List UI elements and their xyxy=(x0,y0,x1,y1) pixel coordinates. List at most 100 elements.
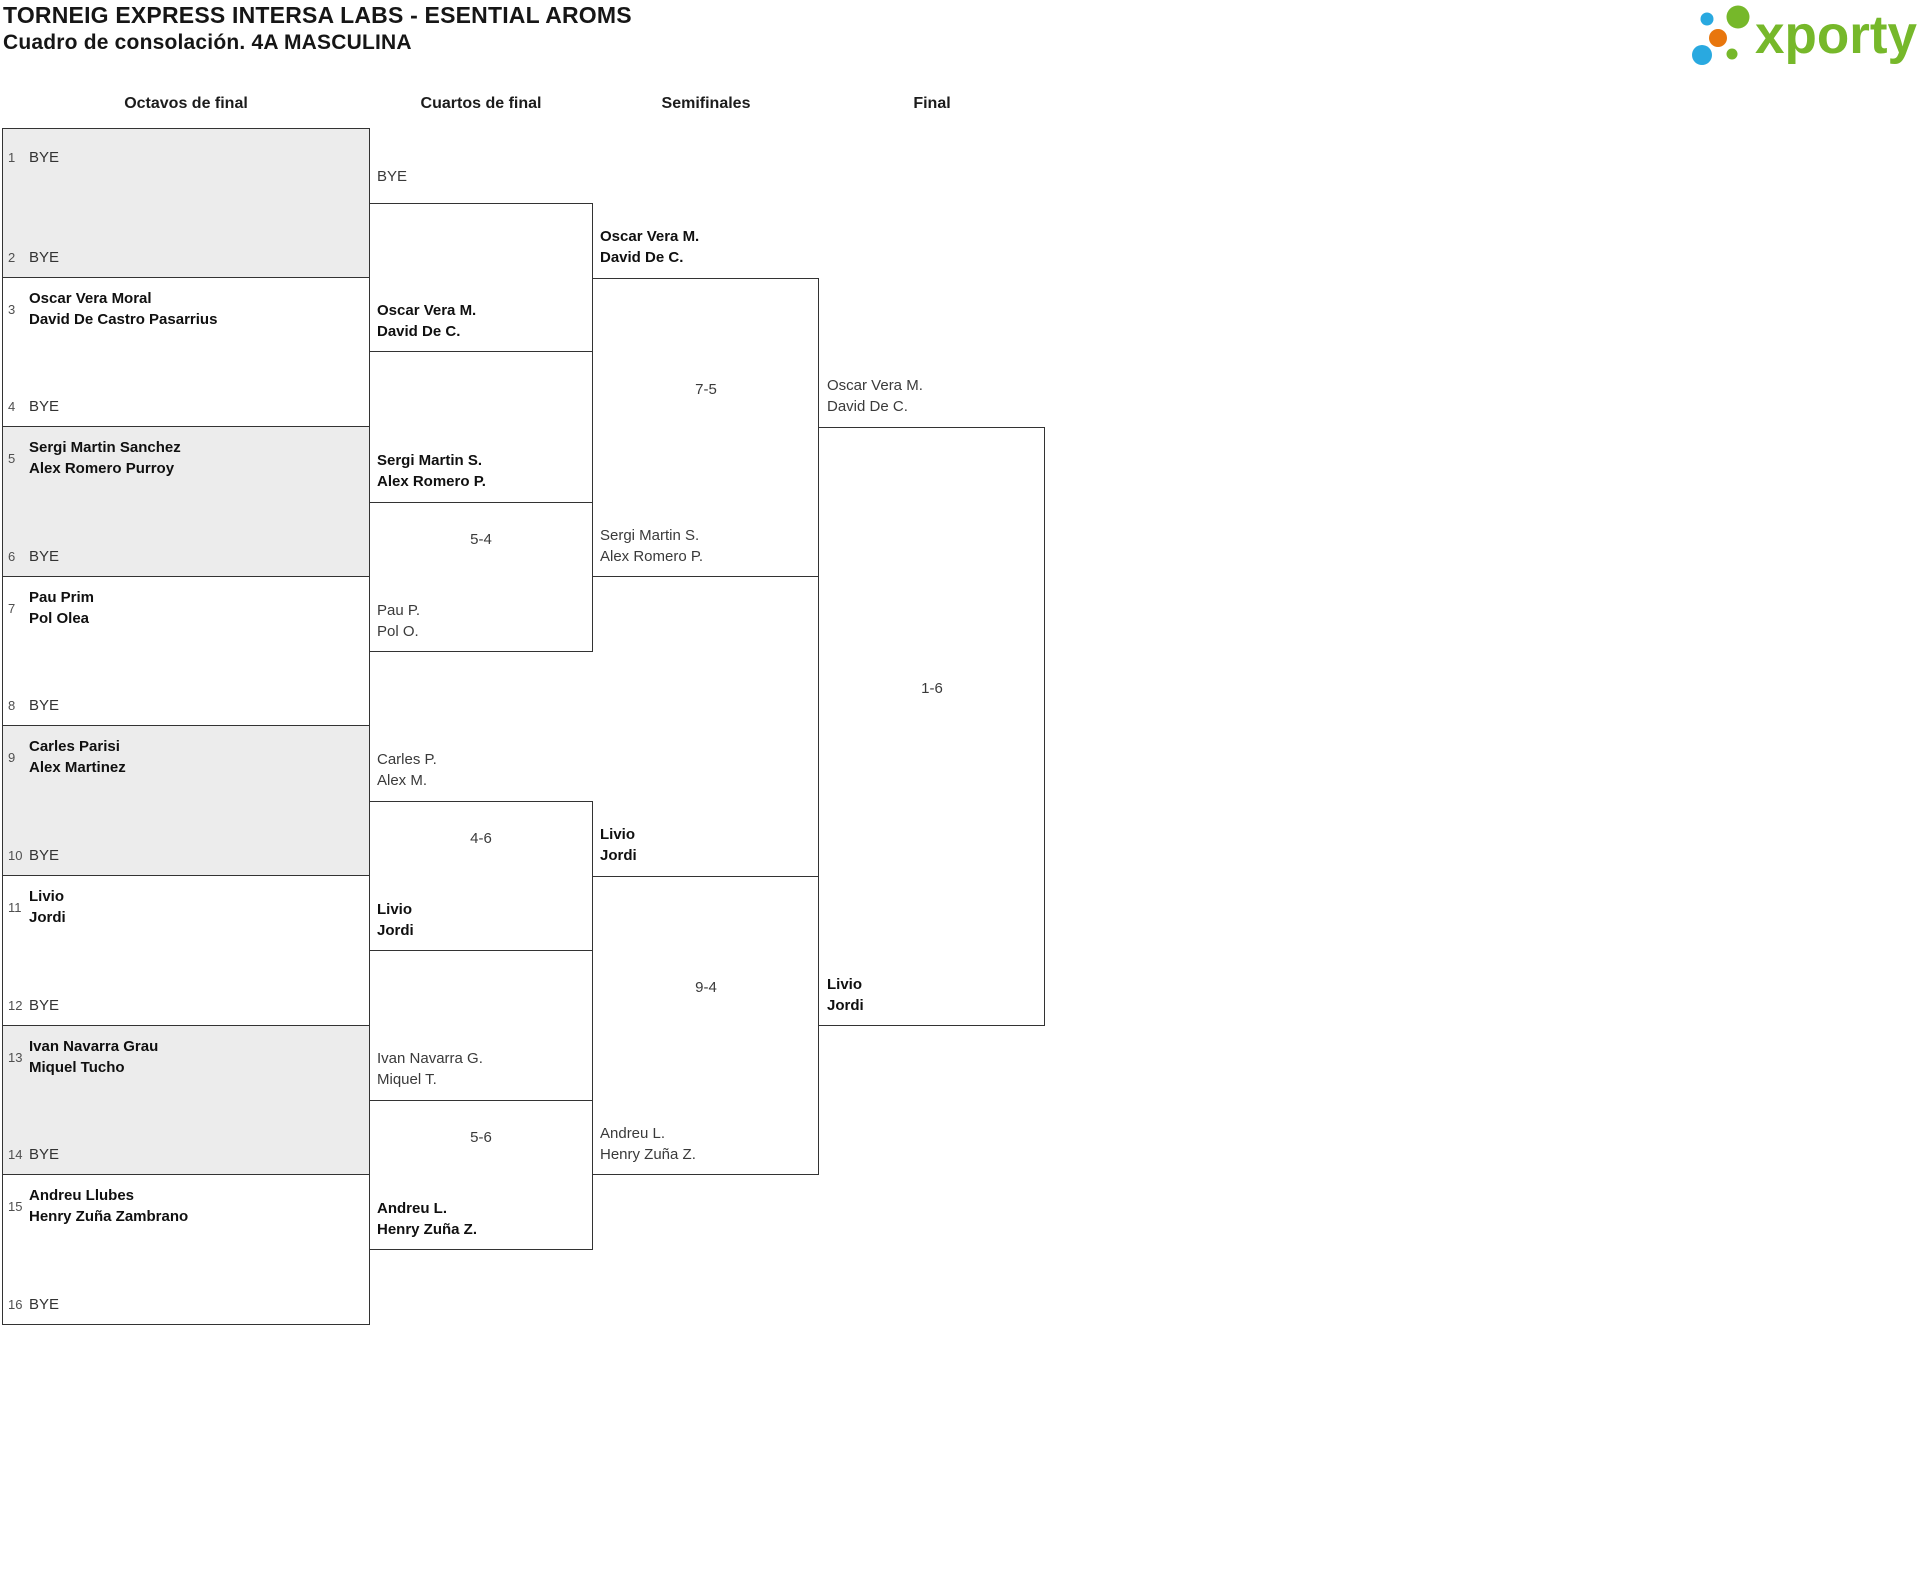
team-member-name: Andreu Llubes xyxy=(29,1187,135,1204)
team-member-name: Livio xyxy=(827,976,863,993)
seed-number: 8 xyxy=(8,698,16,713)
r16-match-box-6 xyxy=(2,876,370,1026)
seed-number: 15 xyxy=(8,1198,23,1214)
team-member-name: Pau P. xyxy=(377,602,421,619)
team-member-name: Alex Romero Purroy xyxy=(29,460,175,477)
team-member-name: Alex Romero P. xyxy=(377,473,486,490)
team-member-name: Carles Parisi xyxy=(29,738,120,755)
team-member-name: Jordi xyxy=(827,997,864,1014)
qf4-top-team: Ivan Navarra G. Miquel T. xyxy=(377,1048,483,1090)
team-member-name: Pol O. xyxy=(377,623,419,640)
r16-entry-15: 15 Andreu Llubes Henry Zuña Zambrano xyxy=(2,1185,368,1227)
team-name: BYE xyxy=(29,995,59,1016)
qf3-bottom-team: Livio Jordi xyxy=(377,899,414,941)
team-member-name: Sergi Martin S. xyxy=(377,452,483,469)
r16-entry-4: 4 BYE xyxy=(2,396,368,417)
team-member-name: BYE xyxy=(29,548,60,565)
qf-match-box-1 xyxy=(369,203,593,352)
seed-number: 16 xyxy=(8,1297,23,1312)
seed-number: 9 xyxy=(8,749,16,765)
team-member-name: Livio xyxy=(29,888,65,905)
logo-dot-blue-small xyxy=(1700,12,1714,26)
r16-entry-10: 10 BYE xyxy=(2,845,368,866)
logo-dot-blue-large xyxy=(1692,45,1712,65)
team-member-name: David De Castro Pasarrius xyxy=(29,311,218,328)
team-name: Ivan Navarra Grau Miquel Tucho xyxy=(29,1036,158,1078)
qf3-score: 4-6 xyxy=(470,830,492,847)
team-member-name: BYE xyxy=(29,1296,60,1313)
seed-number: 1 xyxy=(8,150,16,165)
team-member-name: Livio xyxy=(600,826,636,843)
qf1-bottom-team: Oscar Vera M. David De C. xyxy=(377,300,476,342)
seed-number: 12 xyxy=(8,998,23,1013)
seed-number: 2 xyxy=(8,250,16,265)
team-member-name: Henry Zuña Zambrano xyxy=(29,1208,189,1225)
qf3-top-team: Carles P. Alex M. xyxy=(377,749,437,791)
round-header-semifinales: Semifinales xyxy=(661,95,751,112)
round-header-final: Final xyxy=(913,95,951,112)
sf2-score: 9-4 xyxy=(695,979,717,996)
logo-dot-green-large xyxy=(1726,5,1750,29)
seed-number: 14 xyxy=(8,1147,23,1162)
r16-entry-9: 9 Carles Parisi Alex Martinez xyxy=(2,736,368,778)
team-member-name: Miquel T. xyxy=(377,1071,437,1088)
logo-wordmark: xporty xyxy=(1755,5,1917,65)
logo-dot-green-small xyxy=(1726,48,1738,60)
xporty-logo[interactable]: xporty xyxy=(1660,0,1920,70)
team-name: Sergi Martin Sanchez Alex Romero Purroy xyxy=(29,437,181,479)
r16-entry-8: 8 BYE xyxy=(2,695,368,716)
team-member-name: Miquel Tucho xyxy=(29,1059,125,1076)
team-member-name: Alex M. xyxy=(377,772,428,789)
r16-match-box-7 xyxy=(2,1026,370,1175)
team-member-name: BYE xyxy=(29,398,60,415)
seed-number: 3 xyxy=(8,301,16,317)
team-member-name: Oscar Vera M. xyxy=(377,302,477,319)
round-header-octavos: Octavos de final xyxy=(124,95,248,112)
team-member-name: David De C. xyxy=(377,323,461,340)
r16-match-box-8 xyxy=(2,1175,370,1325)
team-member-name: BYE xyxy=(29,997,60,1014)
team-member-name: BYE xyxy=(29,847,60,864)
team-name: BYE xyxy=(29,1294,59,1315)
sf1-bottom-team: Sergi Martin S. Alex Romero P. xyxy=(600,525,703,567)
team-name: Livio Jordi xyxy=(29,886,66,928)
qf-match-box-4 xyxy=(369,1100,593,1250)
team-member-name: David De C. xyxy=(827,398,908,415)
r16-match-box-5 xyxy=(2,726,370,876)
team-member-name: Oscar Vera Moral xyxy=(29,290,152,307)
qf1-top-team: BYE xyxy=(377,166,407,187)
team-member-name: Jordi xyxy=(377,922,414,939)
team-member-name: BYE xyxy=(29,697,60,714)
r16-entry-16: 16 BYE xyxy=(2,1294,368,1315)
r16-entry-3: 3 Oscar Vera Moral David De Castro Pasar… xyxy=(2,288,368,330)
team-name: Carles Parisi Alex Martinez xyxy=(29,736,126,778)
team-member-name: Ivan Navarra Grau xyxy=(29,1038,159,1055)
final-score: 1-6 xyxy=(921,680,943,697)
team-member-name: Jordi xyxy=(29,909,66,926)
sf1-score: 7-5 xyxy=(695,381,717,398)
r16-entry-14: 14 BYE xyxy=(2,1144,368,1165)
team-member-name: BYE xyxy=(29,249,60,266)
team-member-name: BYE xyxy=(29,1146,60,1163)
qf-match-box-2 xyxy=(369,502,593,652)
team-member-name: Carles P. xyxy=(377,751,437,768)
bracket-subtitle: Cuadro de consolación. 4A MASCULINA xyxy=(3,31,412,54)
qf4-score: 5-6 xyxy=(470,1129,492,1146)
team-name: Oscar Vera Moral David De Castro Pasarri… xyxy=(29,288,217,330)
seed-number: 10 xyxy=(8,848,23,863)
qf2-bottom-team: Pau P. Pol O. xyxy=(377,600,420,642)
team-member-name: Henry Zuña Z. xyxy=(377,1221,478,1238)
final-top-team: Oscar Vera M. David De C. xyxy=(827,375,923,417)
seed-number: 13 xyxy=(8,1049,23,1065)
r16-entry-11: 11 Livio Jordi xyxy=(2,886,368,928)
logo-dot-orange xyxy=(1709,29,1727,47)
final-match-box xyxy=(818,427,1045,1026)
qf2-top-team: Sergi Martin S. Alex Romero P. xyxy=(377,450,486,492)
r16-entry-6: 6 BYE xyxy=(2,546,368,567)
seed-number: 7 xyxy=(8,600,16,616)
team-member-name: Alex Romero P. xyxy=(600,548,704,565)
team-member-name: Ivan Navarra G. xyxy=(377,1050,483,1067)
qf4-bottom-team: Andreu L. Henry Zuña Z. xyxy=(377,1198,477,1240)
team-name: BYE xyxy=(29,695,59,716)
r16-entry-1: 1 BYE xyxy=(2,147,368,168)
